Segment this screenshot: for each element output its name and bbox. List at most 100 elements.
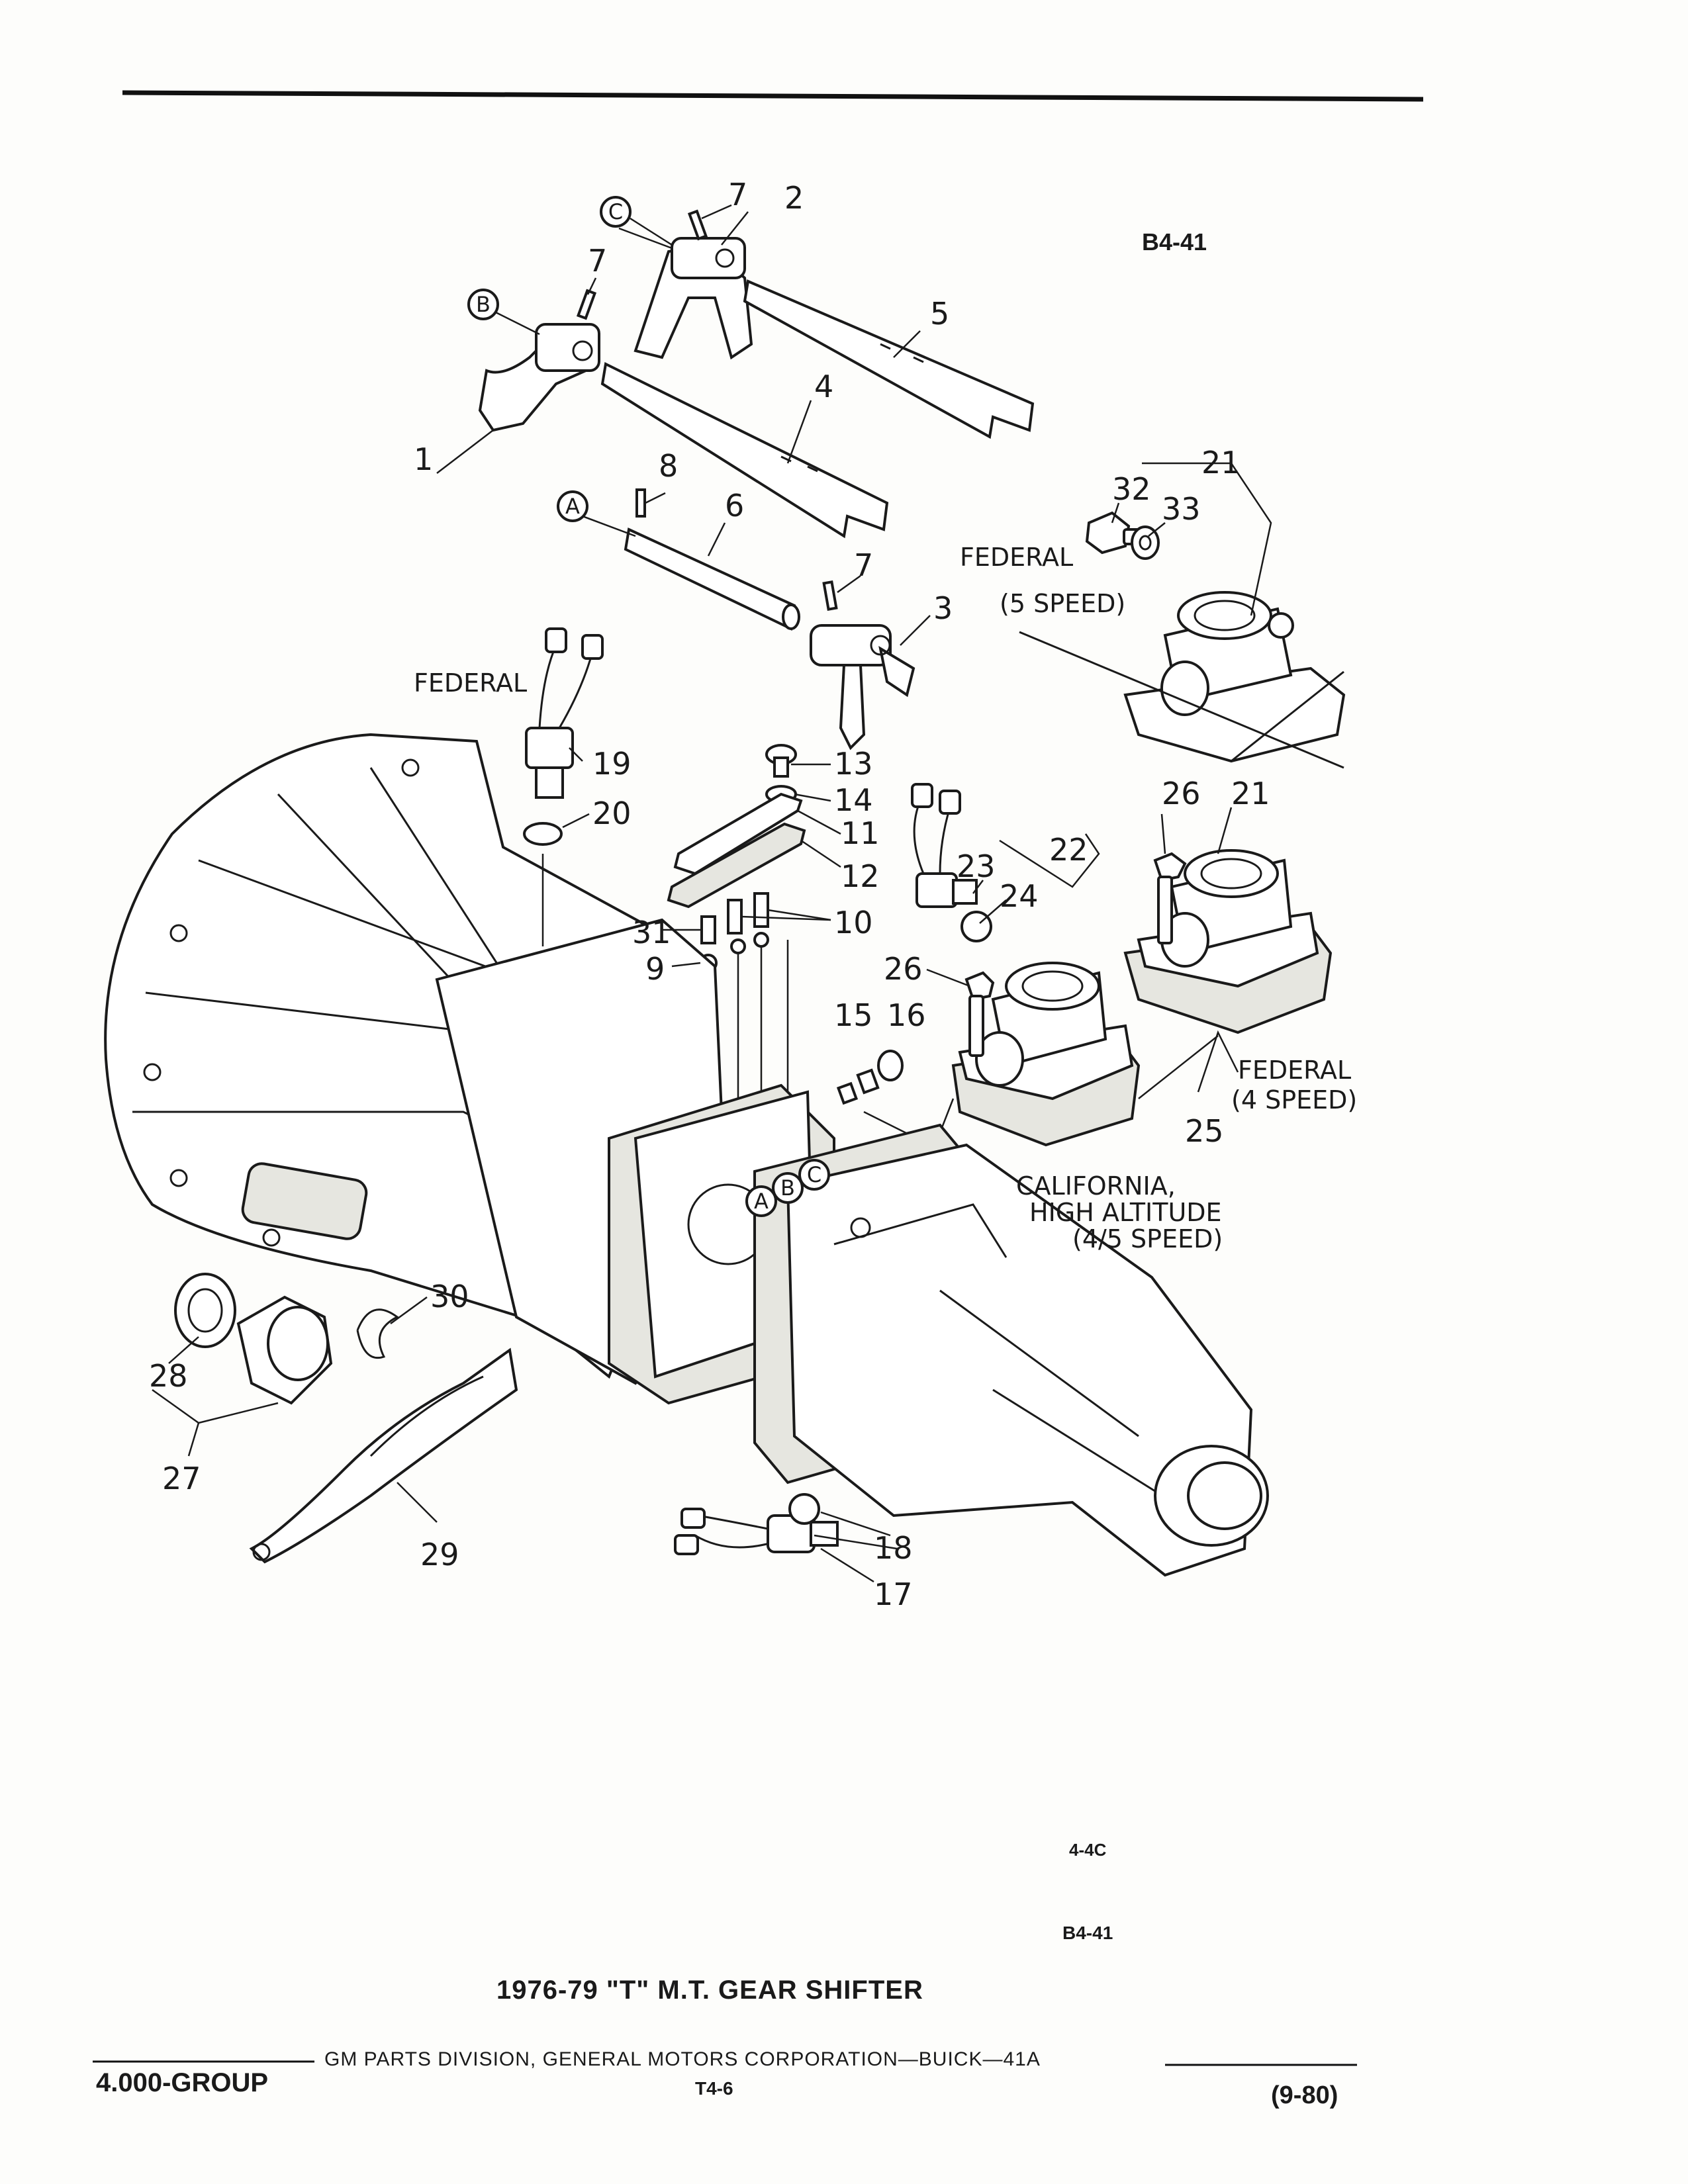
callout-7-right: 7 [854, 547, 873, 583]
shift-cover-federal-5speed [1123, 591, 1346, 763]
extension-housing [753, 1123, 1269, 1577]
bolt-26-right [1153, 852, 1187, 944]
callout-5: 5 [930, 296, 949, 332]
shift-fork-3 [810, 624, 915, 751]
callout-29: 29 [420, 1537, 459, 1572]
callout-2: 2 [784, 180, 804, 216]
shift-rail-4 [600, 362, 889, 539]
spring-31 [700, 915, 716, 944]
pins-15-16 [836, 1050, 904, 1105]
svg-text:A: A [565, 494, 580, 519]
shift-rail-5 [743, 279, 1035, 439]
note-4speed: (4 SPEED) [1231, 1085, 1357, 1115]
svg-text:C: C [608, 199, 623, 224]
note-federal-5speed: FEDERAL [960, 543, 1073, 572]
callout-19: 19 [592, 746, 632, 782]
switch-23 [911, 783, 978, 908]
callout-33: 33 [1162, 491, 1201, 527]
bolt-13 [765, 744, 797, 778]
callout-16: 16 [887, 997, 926, 1033]
callout-14: 14 [834, 782, 873, 818]
callout-30: 30 [430, 1279, 469, 1314]
bearing-28 [174, 1273, 236, 1348]
callout-12: 12 [841, 858, 880, 894]
page-code: 4-4C [1069, 1840, 1107, 1860]
shift-fork-2 [633, 237, 753, 360]
bolt-26-left [964, 971, 995, 1057]
springs-10 [727, 892, 769, 934]
diagram-code-footer: B4-41 [1062, 1923, 1113, 1943]
callout-3: 3 [933, 590, 953, 626]
release-fork-29 [249, 1347, 518, 1564]
circled-letter-b-case: B [772, 1172, 804, 1204]
callout-13: 13 [834, 746, 873, 782]
callout-21-top: 21 [1201, 445, 1241, 480]
circled-letter-a-top: A [557, 490, 588, 522]
callout-15: 15 [834, 997, 873, 1033]
revision-date: (9-80) [1271, 2081, 1338, 2109]
svg-text:B: B [780, 1175, 795, 1201]
gasket-12 [667, 822, 806, 909]
callout-23: 23 [957, 848, 996, 884]
callout-26-right: 26 [1162, 776, 1201, 811]
callout-6: 6 [725, 488, 744, 523]
shift-fork-1 [478, 323, 600, 432]
callout-1: 1 [414, 441, 433, 477]
callout-31: 31 [632, 915, 671, 950]
note-high-altitude: HIGH ALTITUDE [1029, 1198, 1222, 1227]
page-reference: T4-6 [695, 2078, 733, 2099]
callout-28: 28 [149, 1358, 188, 1394]
svg-text:B: B [476, 292, 491, 317]
shift-cover-federal-4speed [1123, 849, 1333, 1034]
ball-9b [730, 938, 746, 954]
callout-4: 4 [814, 369, 833, 404]
callout-7-top: 7 [728, 177, 747, 212]
callout-11: 11 [841, 815, 880, 851]
circled-letter-a-case: A [745, 1185, 777, 1217]
roll-pin-7-right [822, 580, 838, 612]
callout-22: 22 [1049, 832, 1088, 868]
clip-30 [356, 1308, 399, 1359]
callout-20: 20 [592, 796, 632, 831]
shift-rail-6 [624, 527, 800, 631]
circled-letter-c-top: C [600, 196, 673, 246]
callout-8: 8 [659, 448, 678, 484]
shift-cover-california [951, 962, 1141, 1147]
roll-pin-7-top [687, 209, 708, 241]
diagram-code-header: B4-41 [1142, 228, 1207, 255]
circled-letter-c-case: C [798, 1159, 830, 1191]
callout-21-right: 21 [1231, 776, 1270, 811]
note-45speed: (4/5 SPEED) [1072, 1224, 1223, 1253]
bearing-hub-27 [236, 1295, 333, 1405]
washer-33 [1131, 525, 1160, 560]
note-5speed: (5 SPEED) [1000, 589, 1125, 618]
backup-switch-19 [525, 627, 604, 799]
roll-pin-7-left [576, 289, 597, 320]
publisher-line: GM PARTS DIVISION, GENERAL MOTORS CORPOR… [324, 2048, 1041, 2070]
callout-26-left: 26 [884, 951, 923, 987]
callout-25: 25 [1185, 1113, 1224, 1149]
note-california: CALIFORNIA, [1016, 1171, 1176, 1201]
svg-text:A: A [754, 1189, 769, 1214]
callout-17: 17 [874, 1576, 913, 1612]
callout-27: 27 [162, 1461, 201, 1496]
header-rule [122, 90, 1424, 102]
callout-9: 9 [645, 951, 665, 987]
callout-32: 32 [1112, 471, 1151, 507]
circled-letter-b-top: B [467, 289, 499, 320]
leader-lines [152, 204, 1272, 1583]
note-federal-switch: FEDERAL [414, 668, 527, 698]
note-federal-4speed: FEDERAL [1238, 1056, 1351, 1085]
roll-pin-8 [635, 488, 646, 518]
svg-text:C: C [807, 1162, 821, 1187]
bolt-32 [1085, 511, 1152, 555]
group-label: 4.000-GROUP [96, 2068, 269, 2097]
washer-18 [788, 1493, 820, 1525]
ball-9c [753, 932, 769, 948]
switch-17 [674, 1508, 839, 1555]
callout-7-left: 7 [588, 243, 607, 279]
callout-10: 10 [834, 905, 873, 940]
callout-numbers: 1 2 3 4 5 6 7 7 7 8 9 10 11 12 13 14 15 … [149, 177, 1270, 1612]
diagram-caption: 1976-79 "T" M.T. GEAR SHIFTER [496, 1976, 923, 2005]
callout-18: 18 [874, 1530, 913, 1566]
